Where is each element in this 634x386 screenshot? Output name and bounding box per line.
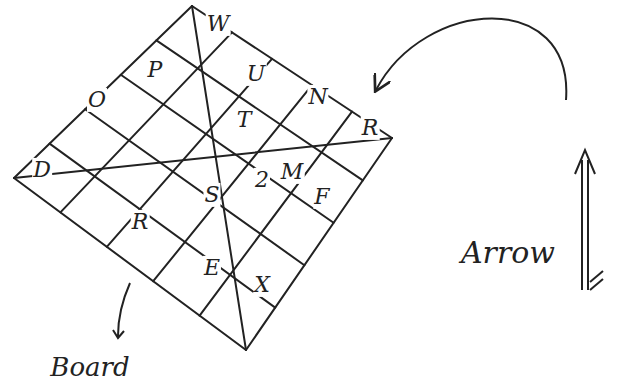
board-letter: N [307, 85, 328, 109]
board-letter: P [147, 58, 164, 82]
curved-arrow [376, 19, 566, 101]
board-letter: 2 [254, 168, 270, 192]
grid-line [153, 85, 312, 281]
board-letter: T [236, 108, 253, 132]
grid-line [246, 138, 392, 350]
board-grid [14, 6, 392, 350]
board-letter: R [131, 210, 150, 234]
board-letter: F [313, 185, 330, 209]
grid-line [200, 112, 352, 316]
board-letter: M [280, 160, 305, 184]
board-letter: R [361, 116, 380, 140]
grid-line [14, 6, 192, 178]
grid-line [14, 178, 246, 350]
board-letter: W [206, 12, 231, 36]
grid-line [85, 109, 304, 265]
caption-label: Board [48, 353, 131, 382]
board-letter: U [246, 62, 267, 86]
caption-label: Arrow [459, 236, 557, 269]
board-letter: X [253, 273, 271, 297]
board-letter: D [32, 158, 52, 182]
grid-line [60, 32, 232, 212]
upward-arrow [575, 150, 603, 290]
board-letter: S [203, 183, 220, 207]
grid-line [14, 138, 392, 178]
grid-line [192, 6, 246, 350]
board-letter: O [87, 88, 107, 112]
board-letter: E [203, 256, 221, 280]
leader-line [113, 283, 130, 338]
grid-line [50, 144, 276, 308]
